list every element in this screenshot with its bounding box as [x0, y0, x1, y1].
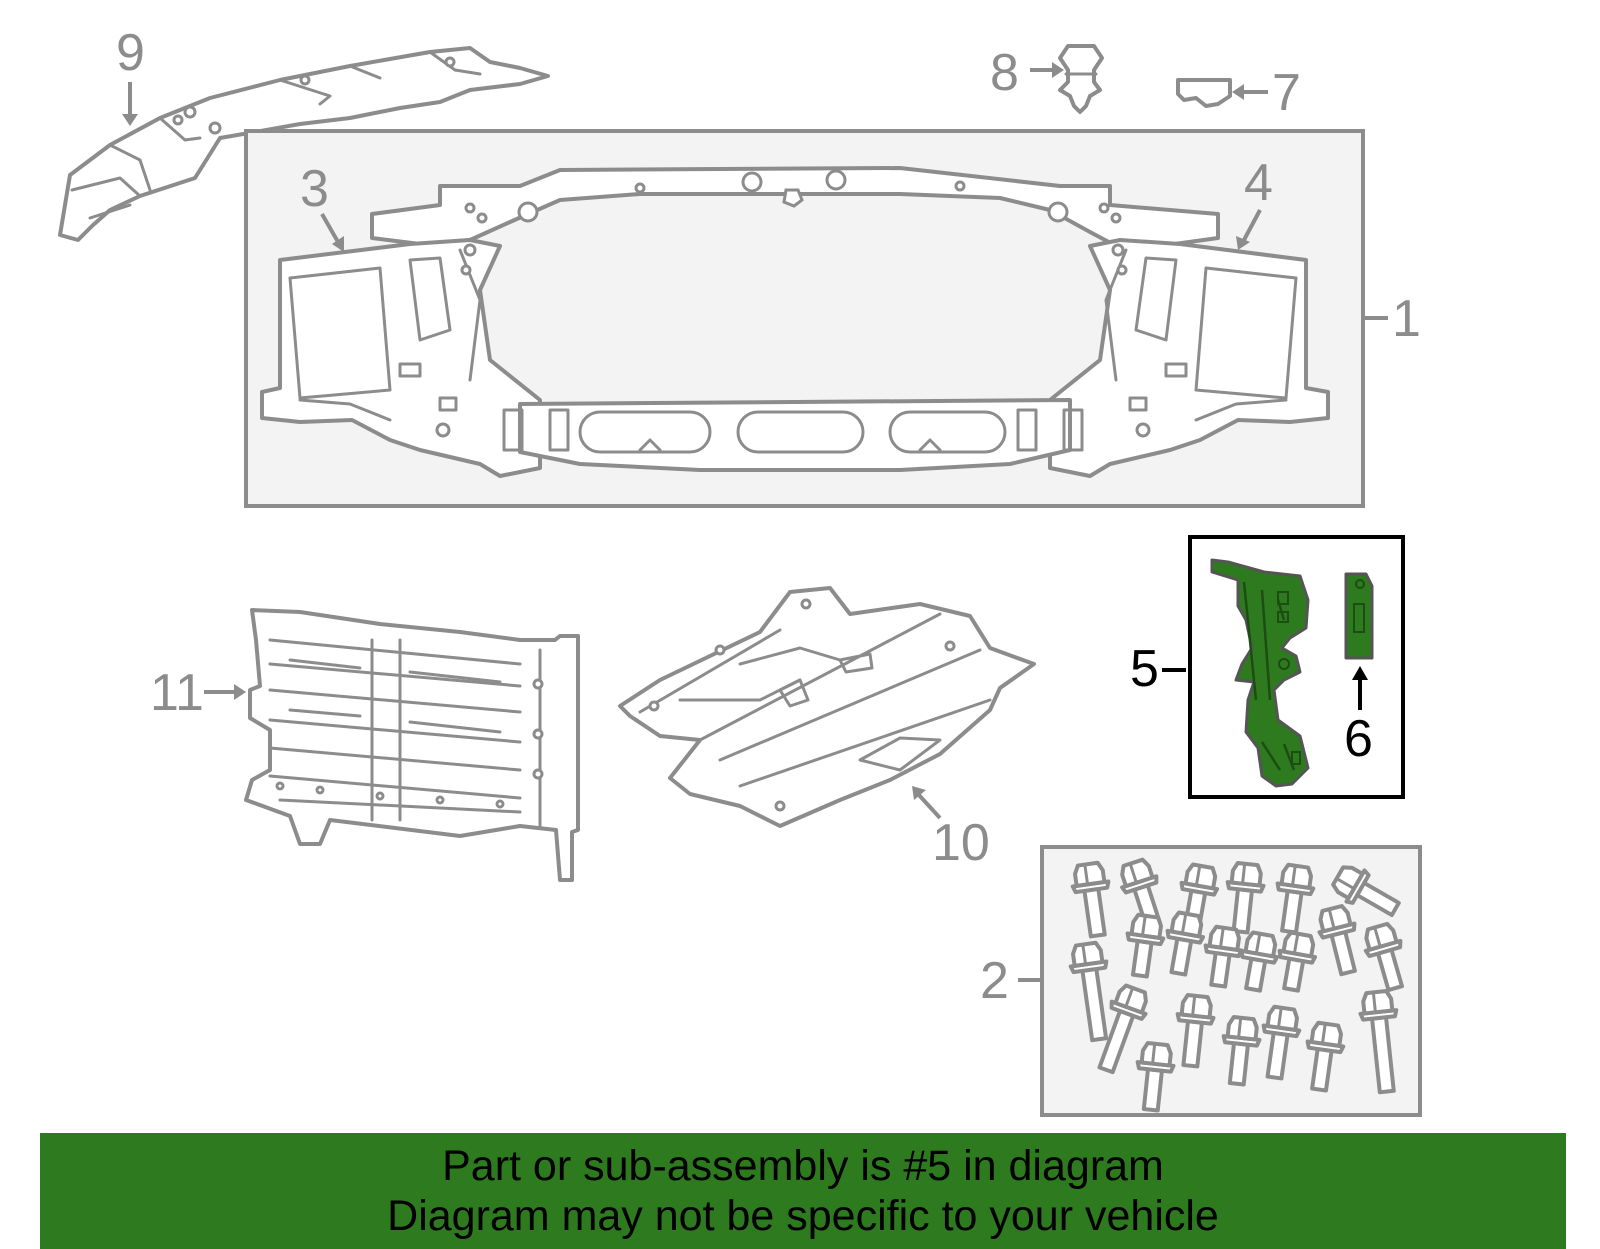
bolt: [1225, 861, 1266, 935]
part-8-push-pin: [1058, 44, 1104, 114]
bolt: [1239, 930, 1280, 993]
bolt: [1331, 865, 1401, 918]
bolt: [1275, 862, 1316, 935]
part-7-clip: [1176, 78, 1232, 108]
banner-line-1: Part or sub-assembly is #5 in diagram: [442, 1142, 1164, 1190]
bolt: [1317, 904, 1357, 977]
part-11-grille-shutter: [244, 608, 580, 882]
arrowhead-6: [1352, 666, 1368, 680]
part-6-small-bracket: [1344, 572, 1374, 660]
bolt: [1363, 921, 1404, 993]
arrowhead-11: [234, 684, 246, 700]
bolt: [1175, 993, 1216, 1069]
arrow-4: [1242, 209, 1262, 241]
bolt: [1165, 910, 1206, 977]
info-banner: Part or sub-assembly is #5 in diagram Di…: [40, 1133, 1566, 1249]
bolt: [1305, 1020, 1346, 1093]
arrowhead-9: [122, 114, 138, 126]
part-9-upper-bracket: [58, 46, 550, 242]
arrowhead-3: [332, 236, 344, 252]
arrowhead-7: [1232, 84, 1244, 100]
callout-6: 6: [1344, 710, 1373, 768]
arrowhead-4: [1236, 236, 1250, 250]
callout-8: 8: [990, 44, 1019, 102]
arrow-10: [916, 792, 942, 820]
bolt: [1070, 860, 1111, 939]
bolt: [1125, 912, 1166, 979]
arrow-3: [320, 213, 340, 243]
callout-2: 2: [980, 952, 1009, 1010]
bolt: [1203, 924, 1244, 989]
arrowhead-8: [1052, 62, 1064, 78]
bolt: [1068, 940, 1109, 1043]
banner-line-2: Diagram may not be specific to your vehi…: [387, 1192, 1219, 1240]
part-1-radiator-support: [260, 166, 1330, 478]
callout-5: 5: [1130, 640, 1159, 698]
arrowhead-10: [912, 786, 926, 800]
callout-10: 10: [932, 814, 990, 872]
bolt: [1358, 989, 1399, 1095]
bolt: [1261, 1004, 1302, 1081]
bolt: [1135, 1041, 1176, 1113]
callout-9: 9: [116, 24, 145, 82]
callout-11: 11: [150, 664, 204, 722]
callout-1: 1: [1392, 290, 1421, 348]
part-2-bolts: [1068, 857, 1404, 1113]
callout-3: 3: [300, 160, 329, 218]
part-5-bracket[interactable]: [1210, 558, 1310, 788]
callout-4: 4: [1244, 154, 1273, 212]
part-10-skid-plate: [618, 586, 1036, 828]
bolt: [1277, 930, 1318, 993]
bolt: [1097, 983, 1148, 1075]
callout-7: 7: [1272, 64, 1301, 122]
bolt: [1221, 1015, 1262, 1087]
